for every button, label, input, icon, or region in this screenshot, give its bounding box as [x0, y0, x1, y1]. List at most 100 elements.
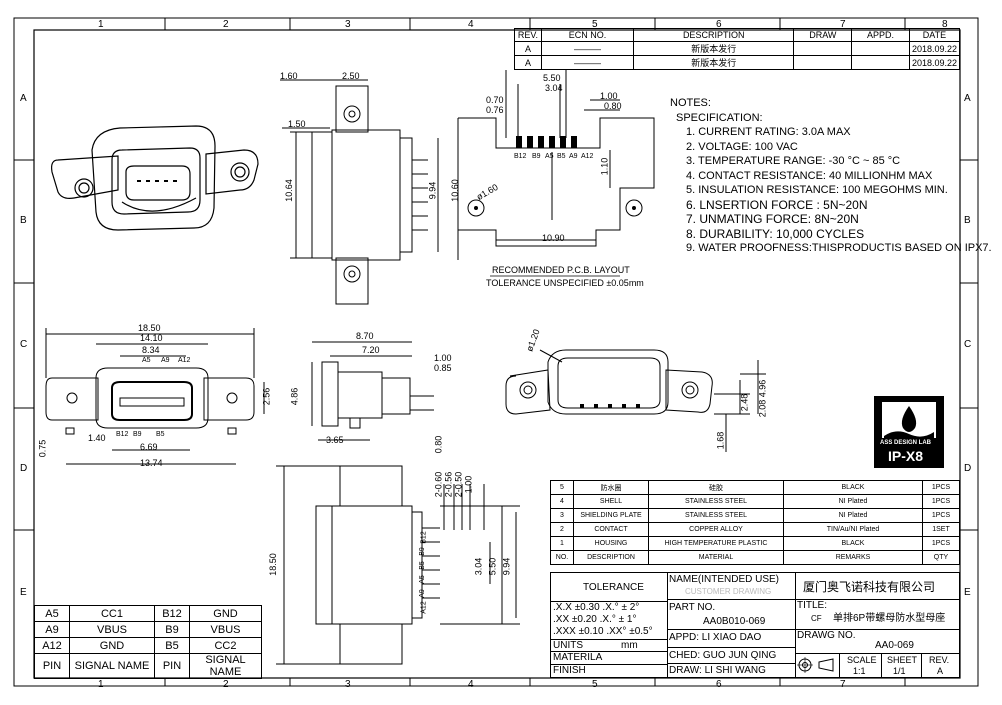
draw-signer: DRAW: LI SHI WANG — [669, 665, 766, 676]
dim-label: 1.00 — [600, 91, 618, 101]
title-cf: CF — [811, 614, 822, 623]
bom-desc-cell: HOUSING — [573, 536, 649, 551]
zone-label-col-bottom-5: 5 — [592, 679, 598, 690]
side-pin-label: B9 — [418, 547, 426, 556]
name-value: CUSTOMER DRAWING — [685, 587, 772, 596]
dim-label: 3.04 — [473, 557, 484, 576]
pcb-tolerance-note: TOLERANCE UNSPECIFIED ±0.05mm — [486, 278, 644, 288]
dim-label: 4.96 — [757, 379, 768, 398]
iso-mid-pins — [580, 404, 640, 408]
dim-label: 1.68 — [715, 431, 726, 450]
bom-remarks-cell: BLACK — [783, 536, 923, 551]
bom-remarks-cell: BLACK — [783, 480, 923, 495]
tol-row: .XXX ±0.10 .XX° ±0.5° — [553, 626, 653, 637]
bom-row: 4 SHELL STAINLESS STEEL NI Plated 1PCS — [550, 494, 960, 509]
note-item: 9. WATER PROOFNESS:THISPRODUCTIS BASED O… — [686, 242, 992, 254]
draw-cell — [793, 41, 853, 56]
dim-label: 18.50 — [267, 553, 278, 576]
note-item: 3. TEMPERATURE RANGE: -30 °C ~ 85 °C — [686, 155, 901, 167]
drawg-no-value: AA0-069 — [875, 640, 914, 651]
finish-label: FINISH — [553, 665, 586, 676]
zone-ticks — [14, 18, 978, 686]
tolerance-area: TOLERANCE .X.X ±0.30 .X.° ± 2° .XX ±0.20… — [551, 573, 668, 677]
zone-label-col-top-7: 7 — [840, 19, 846, 30]
bom-qty-cell: 1PCS — [922, 494, 960, 509]
zone-label-row-right-e: E — [964, 587, 971, 598]
bom-header-row: NO. DESCRIPTION MATERIAL REMARKS QTY — [550, 550, 960, 565]
title-value: 单排6P带螺母防水型母座 — [833, 613, 946, 624]
front-pin-label: A9 — [161, 357, 170, 364]
note-item: 5. INSULATION RESISTANCE: 100 MEGOHMS MI… — [686, 184, 948, 196]
revision-header-row: REV. ECN NO. DESCRIPTION DRAW APPD. DATE — [514, 28, 961, 42]
signal-header: SIGNAL NAME — [69, 653, 155, 679]
bom-material-cell: COPPER ALLOY — [648, 522, 784, 537]
zone-label-row-right-a: A — [964, 93, 971, 104]
pin-cell: A5 — [34, 605, 70, 622]
sheet-label: SHEET — [887, 655, 918, 665]
bom-desc-cell: 防水圈 — [573, 480, 649, 495]
bom-row: 1 HOUSING HIGH TEMPERATURE PLASTIC BLACK… — [550, 536, 960, 551]
note-item: 8. DURABILITY: 10,000 CYCLES — [686, 226, 865, 241]
dim-label: 9.94 — [501, 557, 512, 576]
bom-qty-header: QTY — [922, 550, 960, 565]
sheet-value: 1/1 — [893, 666, 906, 676]
side-view-bottom — [276, 465, 520, 665]
materila-label: MATERILA — [553, 652, 603, 663]
zone-label-row-right-c: C — [964, 339, 972, 350]
zone-label-row-left-c: C — [20, 339, 28, 350]
side-view-mid — [311, 341, 434, 441]
dim-label: 8.70 — [356, 331, 374, 341]
zone-label-row-left-e: E — [20, 587, 27, 598]
rev-label: REV. — [929, 655, 950, 665]
signal-cell: GND — [189, 605, 262, 622]
dim-label: 9.94 — [427, 181, 438, 200]
draw-col-header: DRAW — [793, 28, 853, 42]
date-cell: 2018.09.22 — [908, 55, 961, 70]
bom-desc-cell: SHELL — [573, 494, 649, 509]
dim-label: 1.00 — [463, 475, 474, 494]
side-pin-label: B5 — [418, 561, 426, 570]
ecn-cell: ——— — [540, 55, 634, 70]
appd-signer: APPD: LI XIAO DAO — [669, 632, 762, 643]
units-value: mm — [621, 640, 638, 651]
projection-symbol — [797, 657, 837, 673]
ched-signer: CHED: GUO JUN QING — [669, 650, 777, 661]
bom-desc-header: DESCRIPTION — [573, 550, 649, 565]
zone-label-col-bottom-1: 1 — [98, 679, 104, 690]
scale-value: 1:1 — [853, 666, 866, 676]
ip-badge-line1: ASS DESIGN LAB — [880, 440, 932, 446]
dim-label: 6.69 — [140, 442, 158, 452]
units-label: UNITS — [553, 640, 583, 651]
signal-cell: VBUS — [189, 621, 262, 638]
bom-material-header: MATERIAL — [648, 550, 784, 565]
name-label: NAME(INTENDED USE) — [669, 574, 780, 585]
signal-cell: GND — [69, 637, 155, 654]
front-view — [45, 328, 265, 465]
dim-label: 2-0.56 — [443, 471, 454, 498]
zone-label-col-top-6: 6 — [716, 19, 722, 30]
dim-label: 0.80 — [433, 435, 444, 454]
pcb-pin-label: A9 — [569, 153, 578, 160]
revision-row: A ——— 新版本发行 2018.09.22 — [514, 41, 961, 56]
notes-title: NOTES: — [670, 97, 711, 109]
dim-label: 1.00 — [434, 353, 452, 363]
note-item: 4. CONTACT RESISTANCE: 40 MILLIONHM MAX — [686, 169, 933, 182]
date-col-header: DATE — [908, 28, 961, 42]
zone-label-row-right-b: B — [964, 215, 971, 226]
bom-material-cell: STAINLESS STEEL — [648, 494, 784, 509]
dim-label: 2-0.50 — [453, 471, 464, 498]
bom-no-cell: 1 — [550, 536, 574, 551]
dim-label: 0.85 — [434, 363, 452, 373]
name-area: NAME(INTENDED USE) CUSTOMER DRAWING PART… — [667, 573, 796, 677]
iso-pins — [137, 180, 177, 182]
bom-remarks-cell: TIN/Au/NI Plated — [783, 522, 923, 537]
revision-table: REV. ECN NO. DESCRIPTION DRAW APPD. DATE… — [514, 28, 961, 70]
bom-no-cell: 3 — [550, 508, 574, 523]
dim-label: 10.64 — [283, 179, 294, 202]
company-name: 厦门奥飞诺科技有限公司 — [803, 580, 936, 594]
dim-label: 18.50 — [138, 323, 161, 333]
dim-label: 2-0.60 — [433, 471, 444, 498]
ip-badge-graphic — [874, 396, 944, 468]
bom-qty-cell: 1PCS — [922, 480, 960, 495]
dim-label: 4.86 — [289, 387, 300, 406]
